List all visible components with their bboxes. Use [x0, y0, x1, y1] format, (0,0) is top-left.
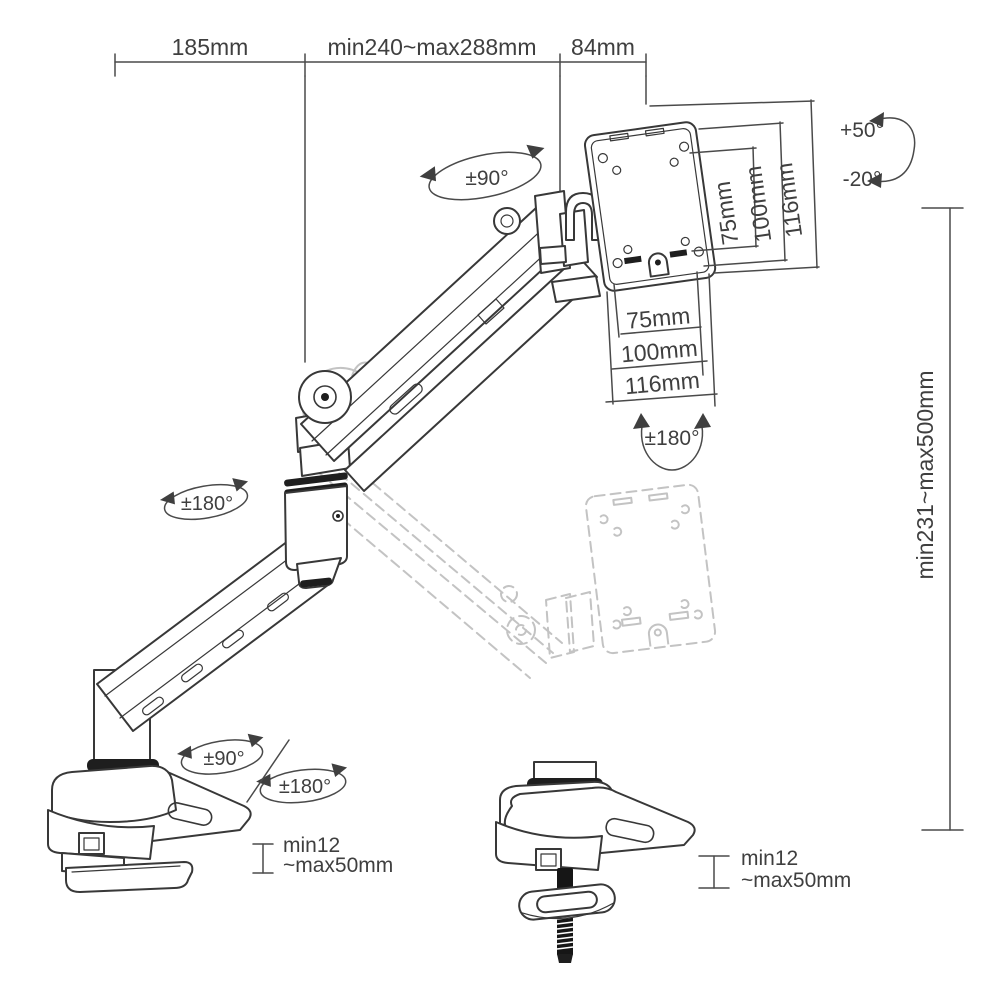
tilt-up-label: +50° [840, 119, 884, 142]
clamp-right-label-line1: min12 [741, 847, 798, 870]
cable-port [78, 832, 105, 855]
top-dim-right-label: 84mm [571, 34, 635, 60]
elbow-rotation-label: ±180° [181, 493, 233, 515]
clamp-right-label-line2: ~max50mm [741, 869, 851, 892]
top-dim-left-label: 185mm [172, 34, 249, 60]
base-rotation-ellipse [246, 739, 348, 804]
annotation-slash [246, 739, 290, 803]
vesa-bottom-dimensions [605, 271, 718, 407]
top-dim-middle-label: min240~max288mm [327, 34, 536, 60]
base-rotation-label: ±180° [279, 776, 331, 798]
cable-port-detail [535, 848, 562, 871]
clamp-left-label-line1: min12 [283, 834, 340, 857]
plate-rotation-circle [633, 413, 711, 471]
monitor-arm-drawing [47, 121, 717, 893]
quick-release-hook [565, 192, 601, 241]
vesa-side-75-label: 75mm [709, 180, 744, 247]
height-range-label: min231~max500mm [912, 370, 938, 579]
height-dimension-line [921, 207, 964, 831]
base-swivel-ellipse [176, 733, 264, 775]
vesa-side-100-label: 100mm [740, 164, 776, 244]
head-swivel-label: ±90° [465, 167, 508, 190]
clamp-range-right-dim [698, 855, 730, 889]
clamp-left-label-line2: ~max50mm [283, 854, 393, 877]
tilt-angle-arrow [867, 112, 916, 188]
clamp-detail-view [495, 761, 696, 963]
clamp-foot [65, 861, 194, 893]
labels: 185mm min240~max288mm 84mm +50° -20° ±90… [172, 34, 938, 892]
vesa-plate [583, 121, 717, 292]
grommet-ring [518, 883, 616, 921]
desk-base [47, 764, 252, 893]
ghost-vesa-plate [584, 483, 717, 655]
vesa-side-dimensions [649, 99, 820, 274]
elbow-rotation-ellipse [159, 478, 249, 521]
tilt-down-label: -20° [843, 168, 882, 191]
upper-arm [298, 207, 598, 492]
vesa-side-116-label: 116mm [771, 161, 807, 239]
base-swivel-label: ±90° [203, 748, 244, 770]
clamp-range-left-dim [252, 843, 274, 874]
top-dimension-lines [114, 53, 647, 363]
vesa-bottom-116-label: 116mm [624, 367, 701, 399]
head-swivel-ellipse [419, 144, 545, 201]
arm-pivot-hole [493, 207, 521, 235]
plate-rotation-label: ±180° [645, 427, 700, 450]
vesa-bottom-75-label: 75mm [625, 302, 691, 333]
